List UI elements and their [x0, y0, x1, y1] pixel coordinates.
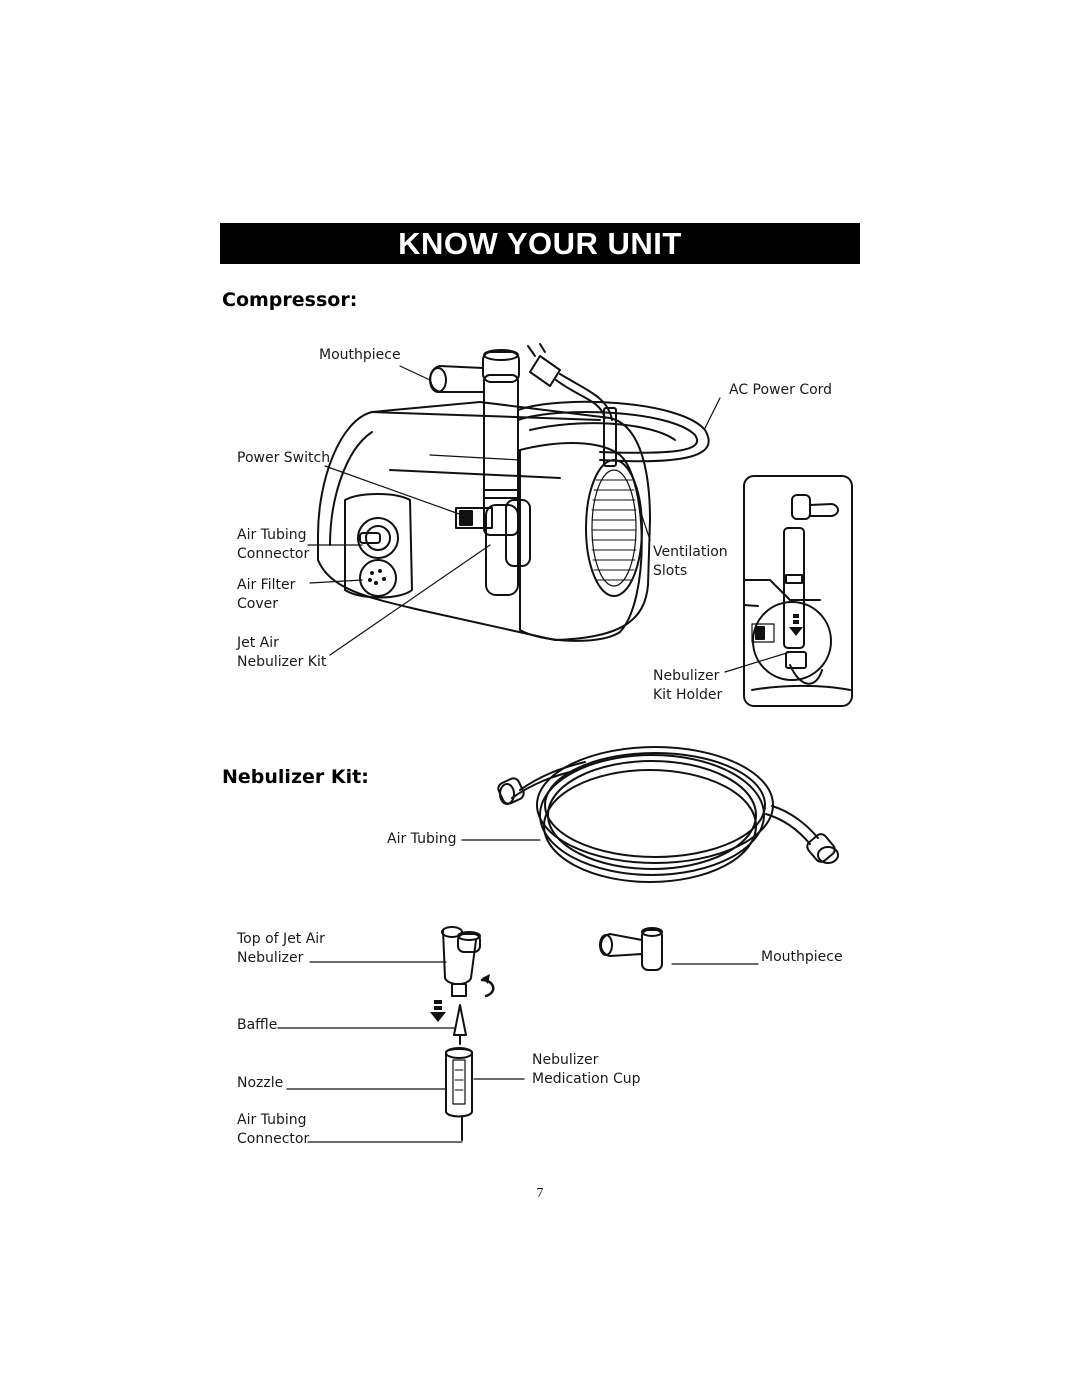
- label-baffle: Baffle: [237, 1017, 278, 1033]
- banner-title: KNOW YOUR UNIT: [398, 225, 682, 261]
- section-banner: KNOW YOUR UNIT: [220, 223, 860, 264]
- compressor-leader-lines: [307, 365, 791, 673]
- ventilation-slots-lines: [591, 479, 637, 581]
- label-air-tubing-connector: Air Tubing Connector: [237, 527, 310, 562]
- label-kit-mouthpiece: Mouthpiece: [761, 949, 843, 965]
- label-power-switch: Power Switch: [237, 450, 331, 466]
- compressor-heading: Compressor:: [222, 289, 358, 311]
- label-ventilation-slots: Ventilation Slots: [653, 544, 728, 579]
- label-kit-air-tubing-connector: Air Tubing Connector: [237, 1112, 310, 1147]
- label-top-of-jet-air-nebulizer: Top of Jet Air Nebulizer: [237, 931, 325, 966]
- page-number: 7: [536, 1186, 544, 1201]
- nebulizer-kit-heading: Nebulizer Kit:: [222, 766, 369, 788]
- label-nebulizer-medication-cup: Nebulizer Medication Cup: [532, 1052, 641, 1087]
- air-tubing-illustration: [497, 746, 839, 883]
- label-ac-power-cord: AC Power Cord: [729, 382, 833, 398]
- kit-holder-inset: [743, 475, 853, 707]
- compressor-illustration: [317, 343, 710, 642]
- label-nebulizer-kit-holder: Nebulizer Kit Holder: [653, 668, 723, 703]
- nebulizer-parts-illustration: [430, 926, 663, 1141]
- label-air-tubing: Air Tubing: [387, 831, 457, 847]
- nebulizer-parts-leader-lines: [277, 961, 759, 1143]
- label-jet-air-nebulizer-kit: Jet Air Nebulizer Kit: [237, 635, 327, 670]
- label-mouthpiece: Mouthpiece: [319, 347, 401, 363]
- label-air-filter-cover: Air Filter Cover: [237, 577, 296, 612]
- label-nozzle: Nozzle: [237, 1075, 284, 1091]
